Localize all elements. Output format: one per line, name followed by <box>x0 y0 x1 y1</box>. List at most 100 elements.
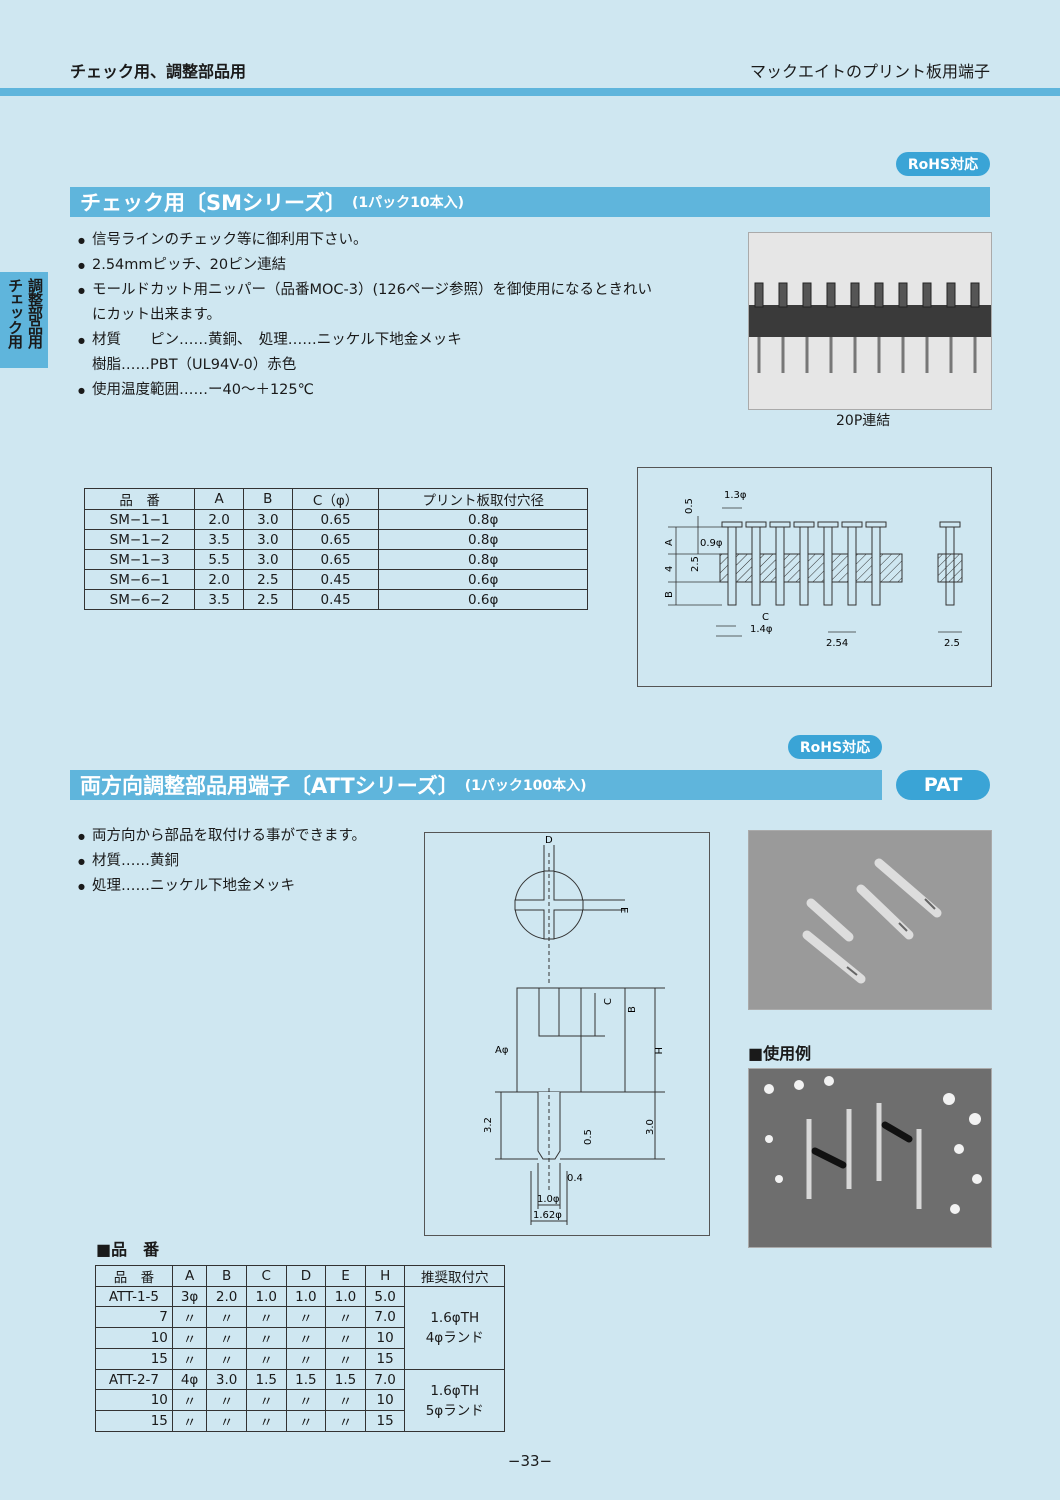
table-header: B <box>242 488 293 510</box>
side-index-tab: 調整部品用 チェック用 <box>0 272 48 368</box>
table-header: 品 番 <box>95 1265 173 1287</box>
table-cell: 2.0 <box>194 569 244 590</box>
table-cell: 5.5 <box>194 549 244 570</box>
parts-heading: ■品 番 <box>96 1240 160 1259</box>
att-dimension-drawing: D E C B H Aφ 3.2 0.5 3.0 0.4 1.0φ 1.62φ <box>424 832 710 1236</box>
table-cell: 1.5 <box>285 1369 327 1390</box>
section-title-bar: チェック用〔SMシリーズ〕 (1パック10本入) <box>70 187 990 217</box>
mounting-hole-cell: 1.6φTH 4φランド <box>404 1286 505 1370</box>
table-header-row: 品 番 A B C（φ） プリント板取付穴径 <box>83 488 588 510</box>
table-cell: 3.0 <box>206 1369 247 1390</box>
table-cell: 0.6φ <box>378 589 588 610</box>
product-photo-sm <box>748 232 992 410</box>
table-cell: 〃 <box>325 1389 366 1411</box>
table-cell: 〃 <box>325 1306 366 1328</box>
table-cell: 1.0 <box>285 1286 327 1307</box>
photo-caption: 20P連結 <box>836 413 891 429</box>
table-cell: 3.0 <box>242 509 293 530</box>
feature-item: 信号ラインのチェック等に御利用下さい。 <box>78 228 652 253</box>
sm-dimension-drawing: 1.3φ 0.5 0.9φ A 2.5 4 B C 1.4φ 2.54 2.5 <box>637 467 992 687</box>
header-catalog-title: マックエイトのプリント板用端子 <box>749 62 990 81</box>
dim-label: 4 <box>664 566 675 572</box>
table-cell: 0.65 <box>291 529 380 550</box>
table-cell: 〃 <box>206 1327 247 1349</box>
table-cell: 0.6φ <box>378 569 588 590</box>
att-drawing-svg: D E C B H Aφ 3.2 0.5 3.0 0.4 1.0φ 1.62φ <box>483 835 665 1225</box>
table-cell: 0.65 <box>291 509 380 530</box>
table-cell: 2.5 <box>242 589 293 610</box>
feature-item: 材質……黄銅 <box>78 849 366 874</box>
table-cell: SM−1−1 <box>83 509 196 530</box>
table-cell: 3.5 <box>194 589 244 610</box>
feature-item: 処理……ニッケル下地金メッキ <box>78 874 366 899</box>
table-cell: 1.5 <box>245 1369 287 1390</box>
dim-label: C <box>762 612 769 623</box>
dim-label: E <box>618 907 629 913</box>
table-cell: SM−6−2 <box>83 589 196 610</box>
feature-list: 両方向から部品を取付ける事ができます。 材質……黄銅 処理……ニッケル下地金メッ… <box>78 824 366 899</box>
table-cell: 15 <box>95 1410 173 1432</box>
dim-label: 1.62φ <box>533 1210 562 1221</box>
dim-label: 0.5 <box>583 1129 594 1145</box>
table-cell: 0.8φ <box>378 509 588 530</box>
table-cell: 〃 <box>206 1410 247 1432</box>
table-cell: 〃 <box>245 1348 287 1370</box>
table-header: B <box>206 1265 247 1287</box>
section-title: チェック用〔SMシリーズ〕 <box>80 191 346 215</box>
table-cell: 1.0 <box>245 1286 287 1307</box>
dim-label: 1.0φ <box>537 1194 560 1205</box>
dim-label: 3.0 <box>645 1119 656 1135</box>
side-tab-label-2: チェック用 <box>6 278 24 348</box>
table-cell: 15 <box>364 1348 406 1370</box>
table-cell: 7.0 <box>364 1306 406 1328</box>
dim-label: A <box>664 539 675 546</box>
feature-item: モールドカット用ニッパー（品番MOC-3）(126ページ参照）を御使用になるとき… <box>78 278 652 303</box>
land-spec: 4φランド <box>425 1330 484 1346</box>
table-cell: 〃 <box>245 1327 287 1349</box>
table-cell: SM−1−3 <box>83 549 196 570</box>
table-header-row: 品 番 A B C D E H 推奨取付穴 <box>95 1265 505 1287</box>
table-cell: 〃 <box>206 1389 247 1411</box>
usage-example-heading: ■使用例 <box>748 1044 812 1063</box>
table-header: D <box>285 1265 327 1287</box>
table-cell: 〃 <box>325 1410 366 1432</box>
table-cell: 〃 <box>171 1327 208 1349</box>
table-cell: 0.8φ <box>378 529 588 550</box>
hole-spec: 1.6φTH <box>430 1310 480 1326</box>
pin-strip-illustration <box>749 233 991 409</box>
section-title-bar: 両方向調整部品用端子〔ATTシリーズ〕 (1パック100本入) <box>70 770 882 800</box>
usage-example-photo <box>748 1068 992 1248</box>
table-row: 7〃〃〃〃〃7.0 <box>95 1306 505 1328</box>
table-cell: 3.0 <box>242 549 293 570</box>
dim-label: 2.5 <box>944 638 960 649</box>
dim-label: H <box>652 1047 663 1055</box>
dim-label: 0.9φ <box>700 538 723 549</box>
table-cell: 15 <box>95 1348 173 1370</box>
table-cell: 〃 <box>325 1348 366 1370</box>
table-cell: 0.45 <box>291 589 380 610</box>
table-header: プリント板取付穴径 <box>378 488 588 510</box>
header-category: チェック用、調整部品用 <box>70 62 247 81</box>
table-header: C <box>245 1265 287 1287</box>
table-header: H <box>364 1265 406 1287</box>
table-cell: 3φ <box>171 1286 208 1307</box>
table-cell: SM−1−2 <box>83 529 196 550</box>
table-cell: 2.0 <box>206 1286 247 1307</box>
header-rule <box>0 88 1060 96</box>
table-row: 10〃〃〃〃〃10 <box>95 1389 505 1411</box>
table-cell: 〃 <box>285 1389 327 1411</box>
table-cell: 3.5 <box>194 529 244 550</box>
sm-drawing-svg: 1.3φ 0.5 0.9φ A 2.5 4 B C 1.4φ 2.54 2.5 <box>664 490 963 649</box>
section-subtitle: (1パック10本入) <box>351 195 465 211</box>
dim-label: 0.4 <box>567 1173 583 1184</box>
att-terminal-illustration <box>749 831 991 1009</box>
table-cell: 〃 <box>245 1410 287 1432</box>
section-title: 両方向調整部品用端子〔ATTシリーズ〕 <box>80 774 459 798</box>
